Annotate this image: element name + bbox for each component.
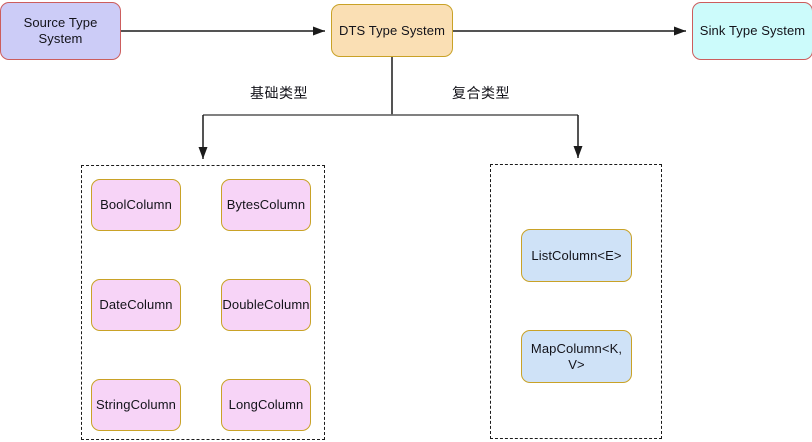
node-long-column-label: LongColumn [228, 397, 304, 413]
node-map-column[interactable]: MapColumn<K, V> [521, 330, 632, 383]
node-double-column[interactable]: DoubleColumn [221, 279, 311, 331]
node-source-label: Source Type System [23, 15, 98, 46]
node-map-column-label: MapColumn<K, V> [530, 340, 623, 372]
edge-label-basic-text: 基础类型 [250, 85, 308, 101]
node-string-column[interactable]: StringColumn [91, 379, 181, 431]
node-date-column[interactable]: DateColumn [91, 279, 181, 331]
node-double-column-label: DoubleColumn [222, 297, 310, 313]
edge-label-basic-types: 基础类型 [250, 83, 308, 103]
node-sink-label: Sink Type System [699, 23, 806, 39]
basic-types-group [81, 165, 325, 440]
node-list-column-label: ListColumn<E> [531, 247, 622, 263]
node-long-column[interactable]: LongColumn [221, 379, 311, 431]
node-source-type-system[interactable]: Source Type System [0, 2, 121, 60]
node-dts-label: DTS Type System [338, 22, 445, 38]
composite-types-group [490, 164, 662, 439]
node-bytes-column[interactable]: BytesColumn [221, 179, 311, 231]
edge-label-composite-text: 复合类型 [452, 85, 510, 101]
node-bool-column[interactable]: BoolColumn [91, 179, 181, 231]
node-bool-column-label: BoolColumn [100, 197, 172, 213]
edge-label-composite-types: 复合类型 [452, 83, 510, 103]
node-date-column-label: DateColumn [99, 297, 173, 313]
node-dts-type-system[interactable]: DTS Type System [331, 4, 453, 57]
node-list-column[interactable]: ListColumn<E> [521, 229, 632, 282]
node-sink-type-system[interactable]: Sink Type System [692, 2, 812, 60]
node-string-column-label: StringColumn [96, 397, 176, 413]
node-bytes-column-label: BytesColumn [226, 197, 306, 213]
